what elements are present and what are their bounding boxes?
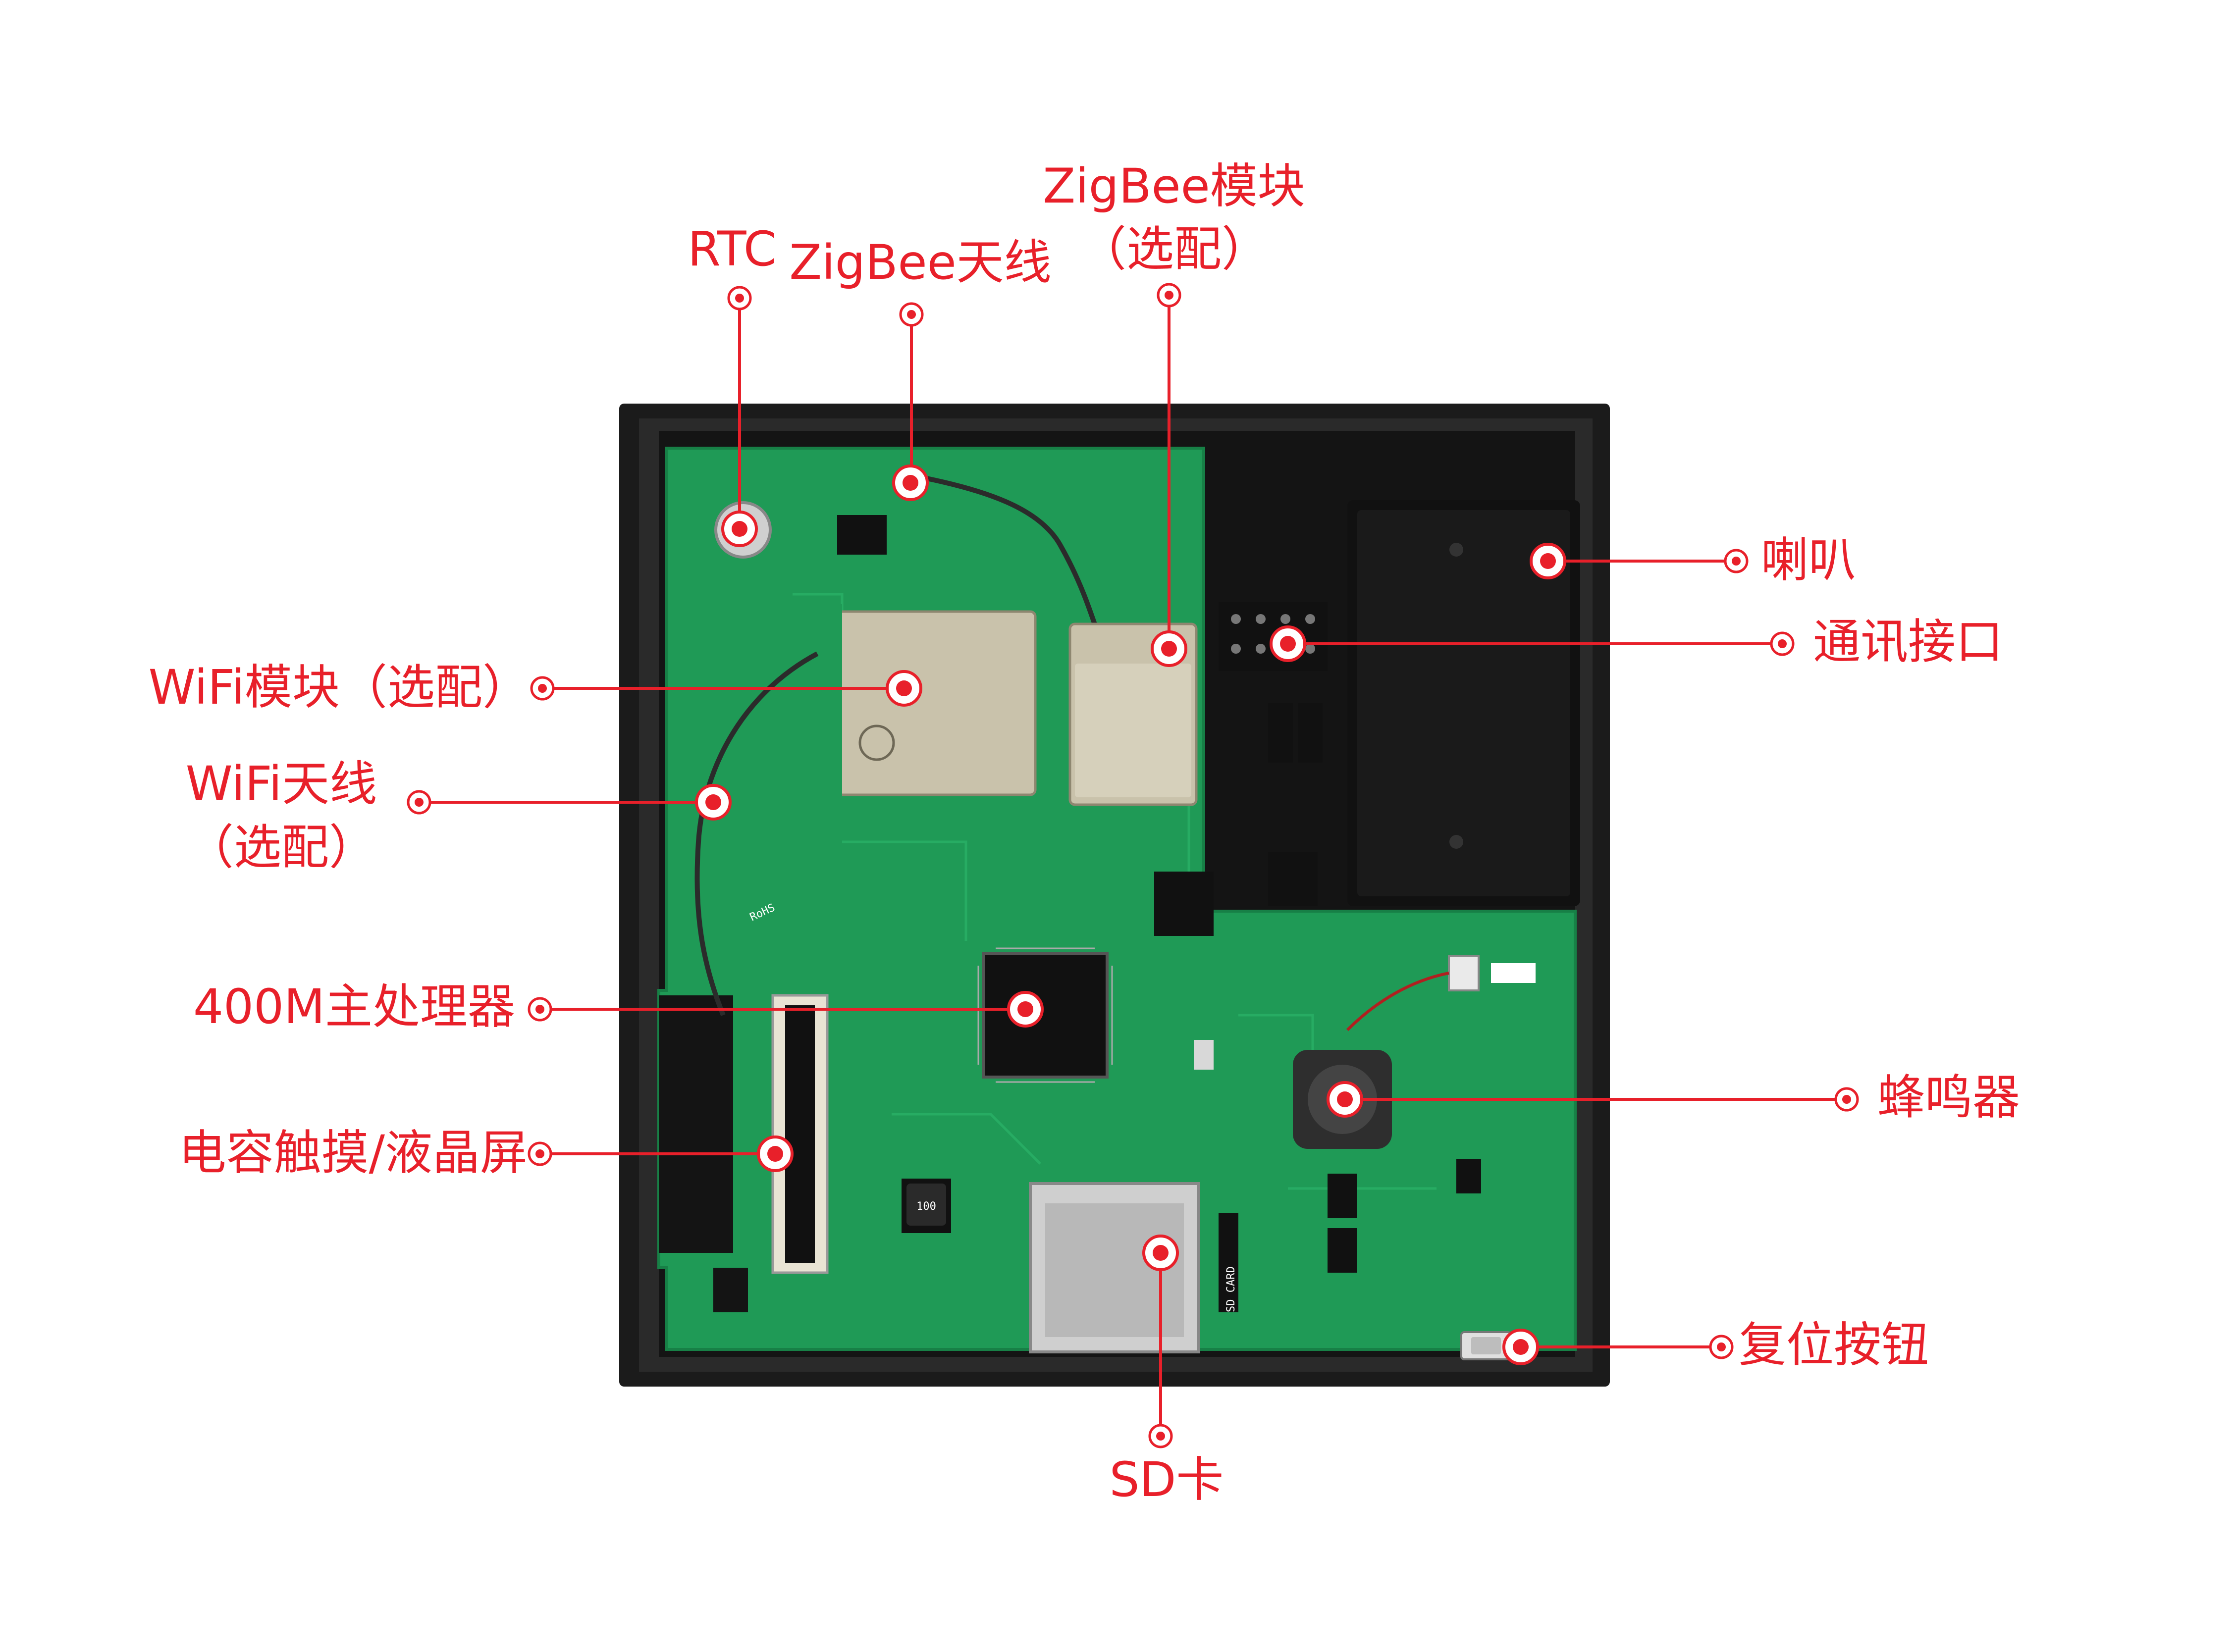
inductor: 100 [906,1184,946,1226]
inductor-silk: 100 [916,1200,936,1213]
leader-lines [419,295,1847,1436]
speaker-label: 喇叭 [1761,532,1856,588]
cpu-label: 400M主处理器 [193,979,515,1034]
zigbee-module-label-line1: ZigBee模块 [1043,158,1305,214]
comm-port-label: 通讯接口 [1813,614,2003,670]
reset-button-part [1460,1331,1512,1360]
comm-header [1219,602,1328,671]
wifi-module-label: WiFi模块（选配） [148,660,530,715]
buzzer-label: 蜂鸣器 [1877,1070,2020,1125]
zigbee-module-label-line2: （选配） [1079,221,1269,277]
reset-button-label: 复位按钮 [1739,1317,1929,1373]
zigbee-module [1068,622,1198,806]
wifi-antenna-label-line2: （选配） [186,820,376,875]
label-markers [407,283,1859,1448]
zigbee-antenna-label: ZigBee天线 [789,235,1052,290]
spk-connector: SPK [1346,955,1536,1032]
zigbee-antenna-cable [911,473,1102,640]
cpu-chip [977,947,1113,1083]
lcd-connector [771,994,829,1274]
wifi-antenna-label-line1: WiFi天线 [185,756,377,812]
wifi-module [822,604,1037,802]
sd-card-label: SD卡 [1109,1452,1224,1507]
spk-silk: SPK [1503,969,1523,981]
lcd-label: 电容触摸/液晶屏 [178,1125,528,1181]
speaker-box [1347,500,1580,906]
sd-card-silk: SD CARD [1225,1266,1237,1312]
component-markers [695,465,1566,1365]
wifi-antenna-cable [694,651,819,1016]
rtc-label: RTC [688,221,777,277]
